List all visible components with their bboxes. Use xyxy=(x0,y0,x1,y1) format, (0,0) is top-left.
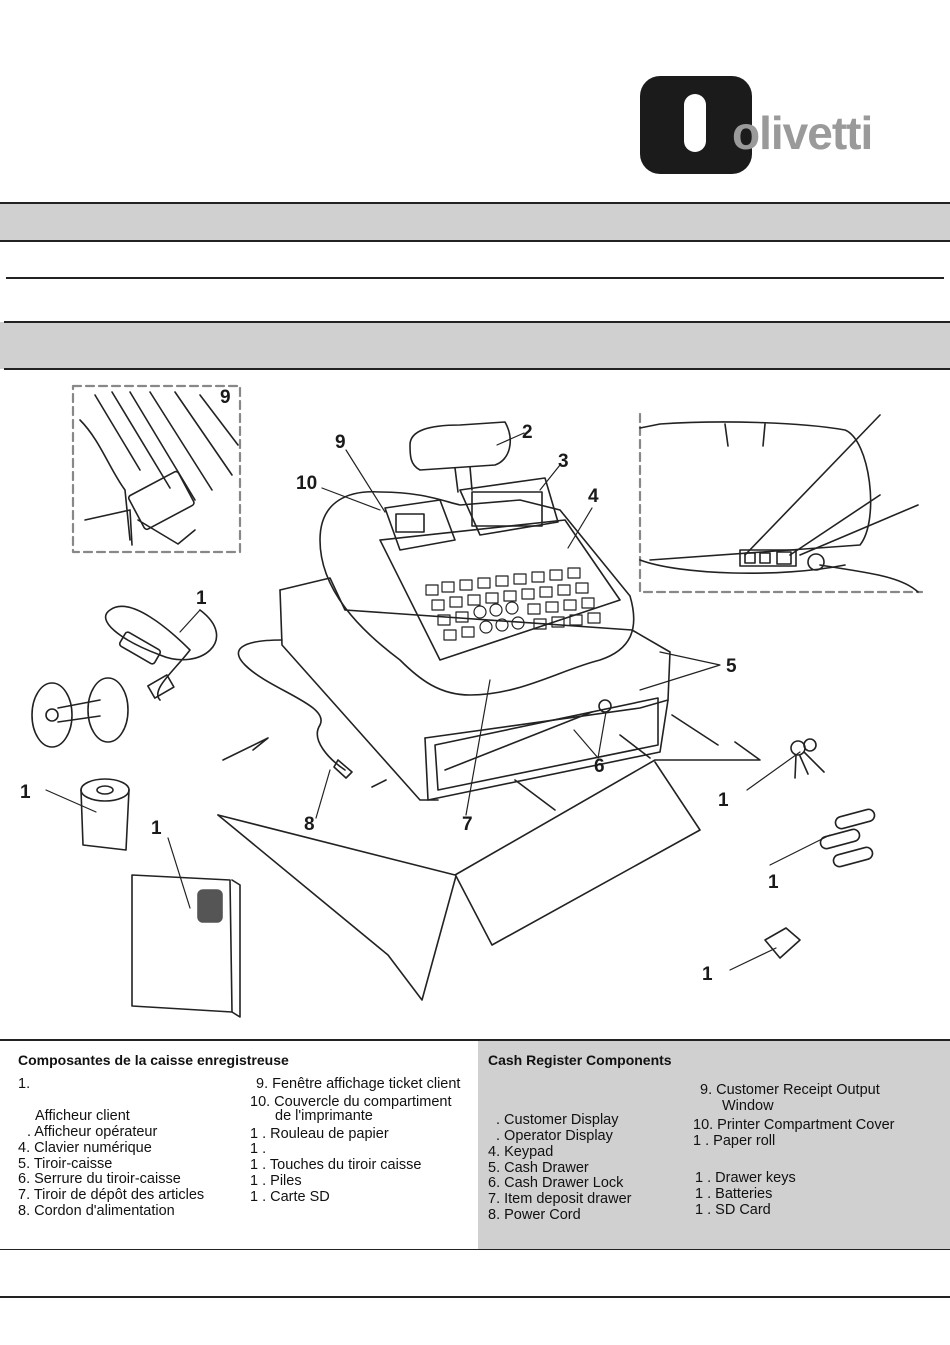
callout-7: 7 xyxy=(462,814,473,835)
callout-10: 10 xyxy=(296,473,318,494)
divider-rule xyxy=(4,368,950,370)
legend-item: . Afficheur opérateur xyxy=(27,1124,158,1140)
callout-qty-keys: 1 xyxy=(718,790,729,811)
callout-qty-cable: 1 xyxy=(196,588,207,609)
usb-cable xyxy=(104,605,218,701)
divider-rule xyxy=(6,277,944,279)
legend-item: 1 . Piles xyxy=(250,1173,302,1189)
legend-item: Afficheur client xyxy=(35,1108,130,1124)
section-band xyxy=(0,322,950,369)
legend-item: 10. Printer Compartment Cover xyxy=(693,1117,895,1133)
rear-ports-inset xyxy=(638,412,924,594)
callout-4: 4 xyxy=(588,486,599,507)
legend-item: 1 . Carte SD xyxy=(250,1189,330,1205)
paper-spool xyxy=(31,677,129,748)
legend-item: Window xyxy=(722,1098,774,1114)
legend-item: 1 . SD Card xyxy=(695,1202,771,1218)
olivetti-logo-mark xyxy=(640,76,752,174)
callout-6: 6 xyxy=(594,756,605,777)
callout-qty-roll: 1 xyxy=(20,782,31,803)
user-manual xyxy=(131,874,241,1018)
legend-item: 1 . Drawer keys xyxy=(695,1170,796,1186)
legend-item: de l'imprimante xyxy=(275,1108,373,1124)
legend-title-fr: Composantes de la caisse enregistreuse xyxy=(18,1052,289,1068)
legend-item: 1 . Paper roll xyxy=(693,1133,776,1149)
legend-item: 1 . Batteries xyxy=(695,1186,773,1202)
legend-french: Composantes de la caisse enregistreuse 1… xyxy=(0,1041,478,1249)
olivetti-logo-word: olivetti xyxy=(732,107,873,159)
legend-english: Cash Register Components . Customer Disp… xyxy=(478,1041,950,1249)
divider-rule xyxy=(4,321,950,323)
shipping-box xyxy=(217,714,761,1001)
legend-item: 8. Cordon d'alimentation xyxy=(18,1203,175,1219)
title-band xyxy=(0,203,950,241)
legend-item: 9. Customer Receipt Output xyxy=(700,1082,880,1098)
callout-8: 8 xyxy=(304,814,315,835)
batteries xyxy=(819,808,876,868)
drawer-keys xyxy=(790,738,825,779)
divider-rule xyxy=(0,1248,950,1250)
legend-item: 1. xyxy=(18,1076,31,1092)
divider-rule xyxy=(0,1296,950,1298)
legend-item: 4. Clavier numérique xyxy=(18,1140,152,1156)
cash-register-illustration: 9 9 2 3 4 10 1 5 6 1 1 1 8 7 1 1 xyxy=(0,372,950,1040)
legend-item: . Operator Display xyxy=(496,1128,613,1144)
legend-item: 7. Tiroir de dépôt des articles xyxy=(18,1187,205,1203)
legend-item: 4. Keypad xyxy=(488,1144,554,1160)
legend-item: 6. Serrure du tiroir-caisse xyxy=(18,1171,181,1187)
legend-item: 5. Cash Drawer xyxy=(488,1160,589,1176)
legend-title-en: Cash Register Components xyxy=(488,1052,672,1068)
callout-5: 5 xyxy=(726,656,737,677)
cash-register xyxy=(237,421,671,801)
legend-item: 9. Fenêtre affichage ticket client xyxy=(256,1076,461,1092)
legend-item: 1 . Touches du tiroir caisse xyxy=(250,1157,422,1173)
sd-card xyxy=(764,927,801,959)
callout-9: 9 xyxy=(335,432,346,453)
divider-rule xyxy=(0,1039,950,1041)
legend-item: 5. Tiroir-caisse xyxy=(18,1156,113,1172)
callout-9-inset: 9 xyxy=(220,387,231,408)
legend-item: 6. Cash Drawer Lock xyxy=(488,1175,624,1191)
legend-item: 1 . Rouleau de papier xyxy=(250,1126,389,1142)
divider-rule xyxy=(0,202,950,204)
callout-3: 3 xyxy=(558,451,569,472)
divider-rule xyxy=(0,240,950,242)
callout-qty-manual: 1 xyxy=(151,818,162,839)
legend-item: 1 . xyxy=(250,1141,267,1157)
callout-qty-sd: 1 xyxy=(702,964,713,985)
callout-qty-batteries: 1 xyxy=(768,872,779,893)
legend-item: . Customer Display xyxy=(496,1112,619,1128)
callout-2: 2 xyxy=(522,422,533,443)
sd-slot-inset xyxy=(71,384,242,554)
legend-item: 10. Couvercle du compartiment xyxy=(250,1094,452,1110)
legend-item: 8. Power Cord xyxy=(488,1207,581,1223)
legend-item: 7. Item deposit drawer xyxy=(488,1191,632,1207)
paper-roll xyxy=(80,778,130,851)
